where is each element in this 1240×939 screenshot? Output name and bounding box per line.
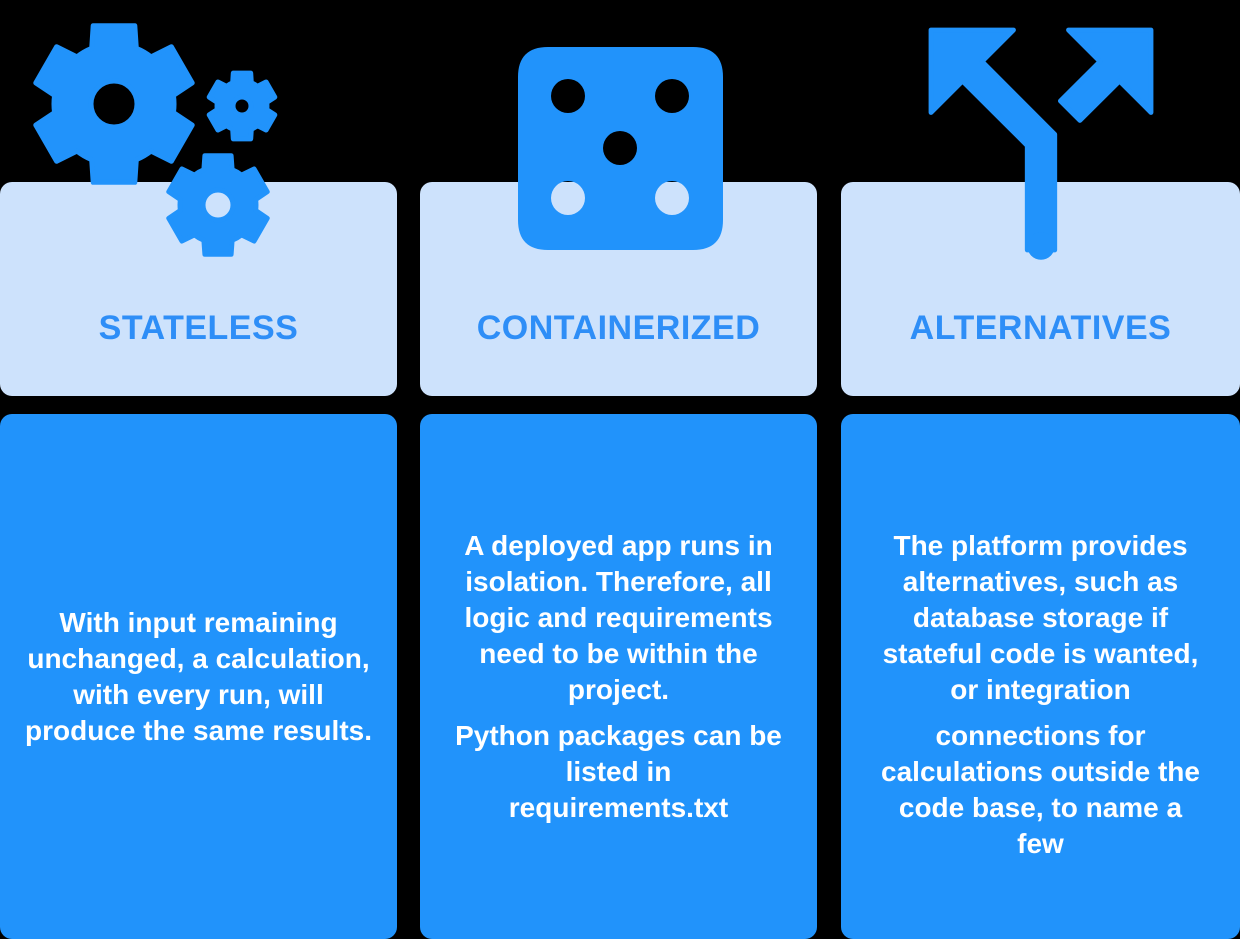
alternatives-header-card: ALTERNATIVES: [841, 182, 1240, 396]
stateless-paragraph: With input remaining unchanged, a calcul…: [24, 606, 372, 746]
stateless-header-card: STATELESS: [0, 182, 397, 396]
containerized-paragraph-2: Python packages can be listed in require…: [455, 719, 782, 823]
alternatives-title: ALTERNATIVES: [909, 309, 1172, 347]
containerized-title: CONTAINERIZED: [476, 309, 761, 347]
containerized-body-card: A deployed app runs in isolation. Theref…: [420, 414, 817, 939]
alternatives-paragraph-2: connections for calculations outside the…: [881, 719, 1200, 859]
containerized-header-card: CONTAINERIZED: [420, 182, 817, 396]
alternatives-text-block: The platform provides alternatives, such…: [881, 528, 1200, 862]
stateless-title: STATELESS: [98, 309, 299, 347]
column-stateless: STATELESS With input remaining unchanged…: [0, 0, 397, 939]
stateless-body-card: With input remaining unchanged, a calcul…: [0, 414, 397, 939]
containerized-text-block: A deployed app runs in isolation. Theref…: [455, 528, 782, 826]
alternatives-paragraph: The platform provides alternatives, such…: [882, 529, 1199, 705]
stateless-text-block: With input remaining unchanged, a calcul…: [25, 605, 372, 749]
column-alternatives: ALTERNATIVES The platform provides alter…: [841, 0, 1240, 939]
containerized-paragraph: A deployed app runs in isolation. Theref…: [464, 529, 773, 705]
column-containerized: CONTAINERIZED A deployed app runs in iso…: [420, 0, 817, 939]
alternatives-body-card: The platform provides alternatives, such…: [841, 414, 1240, 939]
